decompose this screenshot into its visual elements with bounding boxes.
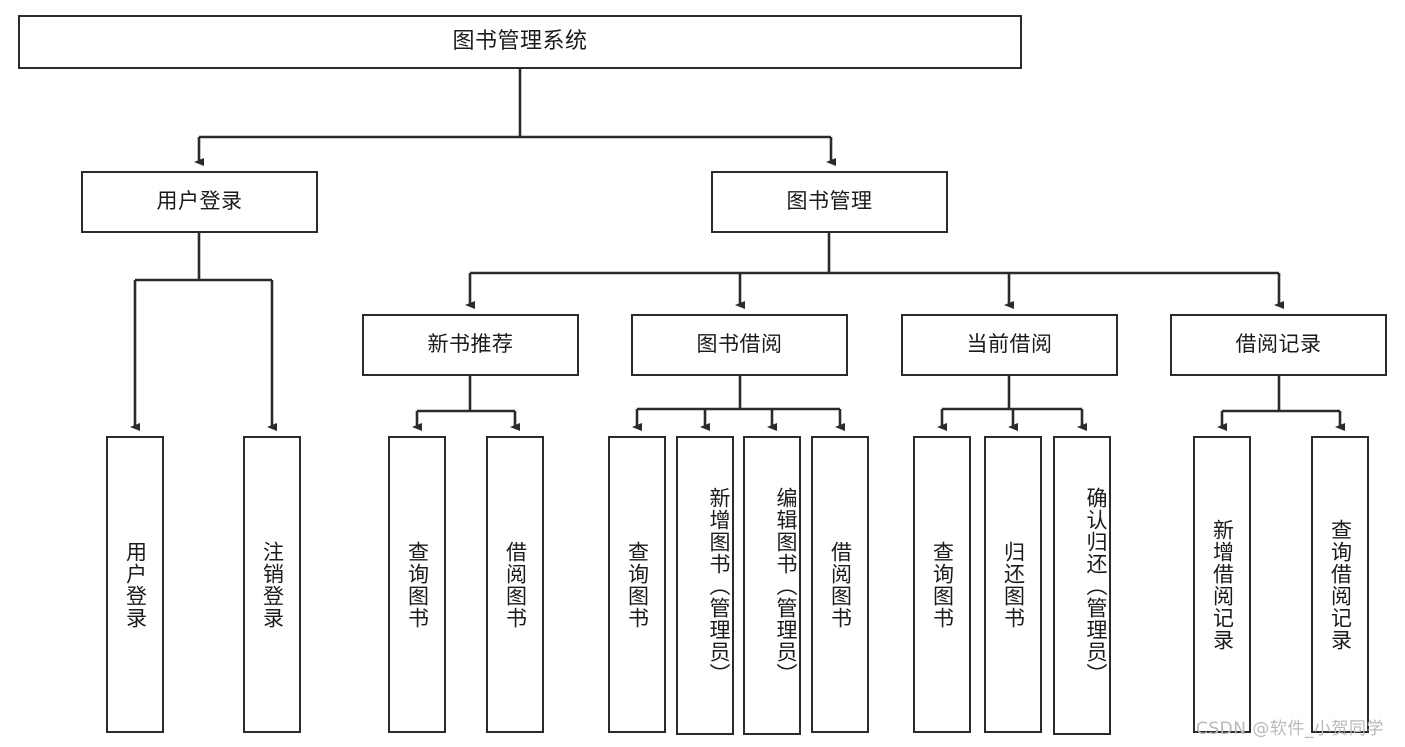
node-current-borrow[interactable]: 当前借阅	[901, 314, 1118, 376]
leaf-add-record-label: 新增借阅记录	[1210, 518, 1235, 651]
leaf-user-login-label: 用户登录	[123, 540, 148, 629]
leaf-query-record-label: 查询借阅记录	[1328, 518, 1353, 651]
leaf-edit-book[interactable]: 编辑图书（管理员）	[743, 436, 801, 735]
leaf-query-book-3[interactable]: 查询图书	[913, 436, 971, 733]
leaf-borrow-book-1-label: 借阅图书	[503, 540, 528, 629]
node-book-manage-label: 图书管理	[786, 189, 873, 214]
leaf-query-book-1[interactable]: 查询图书	[388, 436, 446, 733]
node-borrow-record-label: 借阅记录	[1235, 332, 1322, 357]
leaf-return-book-label: 归还图书	[1001, 540, 1026, 629]
leaf-return-book[interactable]: 归还图书	[984, 436, 1042, 733]
leaf-confirm-return-label: 确认归还（管理员）	[1084, 486, 1108, 685]
node-borrow-record[interactable]: 借阅记录	[1170, 314, 1387, 376]
node-book-borrow-label: 图书借阅	[696, 332, 783, 357]
leaf-borrow-book-1[interactable]: 借阅图书	[486, 436, 544, 733]
leaf-add-book-label: 新增图书（管理员）	[707, 486, 731, 685]
leaf-borrow-book-2-label: 借阅图书	[828, 540, 853, 629]
leaf-logout-login-label: 注销登录	[260, 540, 285, 629]
leaf-user-login[interactable]: 用户登录	[106, 436, 164, 733]
leaf-query-book-3-label: 查询图书	[930, 540, 955, 629]
node-root[interactable]: 图书管理系统	[18, 15, 1022, 69]
leaf-add-record[interactable]: 新增借阅记录	[1193, 436, 1251, 733]
node-new-book-recommend[interactable]: 新书推荐	[362, 314, 579, 376]
node-new-book-recommend-label: 新书推荐	[427, 332, 514, 357]
leaf-query-book-2[interactable]: 查询图书	[608, 436, 666, 733]
leaf-query-book-1-label: 查询图书	[405, 540, 430, 629]
leaf-query-record[interactable]: 查询借阅记录	[1311, 436, 1369, 733]
leaf-query-book-2-label: 查询图书	[625, 540, 650, 629]
node-current-borrow-label: 当前借阅	[966, 332, 1053, 357]
leaf-edit-book-label: 编辑图书（管理员）	[774, 486, 798, 685]
leaf-logout-login[interactable]: 注销登录	[243, 436, 301, 733]
leaf-confirm-return[interactable]: 确认归还（管理员）	[1053, 436, 1111, 735]
node-book-borrow[interactable]: 图书借阅	[631, 314, 848, 376]
node-book-manage[interactable]: 图书管理	[711, 171, 948, 233]
node-user-login-label: 用户登录	[156, 189, 243, 214]
leaf-add-book[interactable]: 新增图书（管理员）	[676, 436, 734, 735]
node-root-label: 图书管理系统	[452, 28, 588, 54]
leaf-borrow-book-2[interactable]: 借阅图书	[811, 436, 869, 733]
node-user-login[interactable]: 用户登录	[81, 171, 318, 233]
